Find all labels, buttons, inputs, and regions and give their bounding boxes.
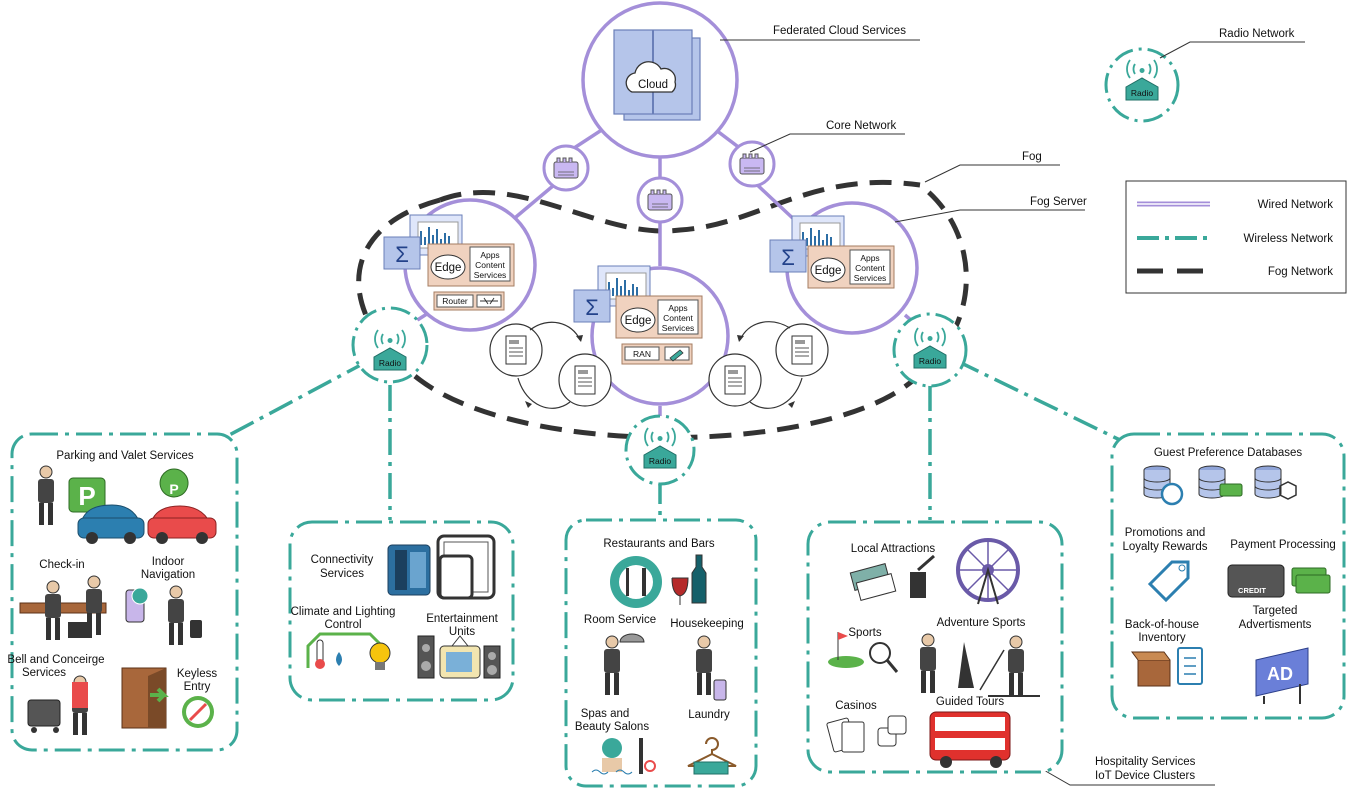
cluster-attractions: Local Attractions Sports Adventure Sport… bbox=[806, 520, 1064, 774]
wireless-links bbox=[219, 358, 1121, 520]
radio-network-legend-node: Radio bbox=[1104, 47, 1180, 123]
radio-label-center: Radio bbox=[649, 456, 671, 466]
edge-label-left: Edge bbox=[435, 262, 462, 274]
cluster-parking-valet: Parking and Valet Services P P Check-in … bbox=[7, 432, 239, 752]
router-label: Router bbox=[442, 296, 468, 306]
laundry-label: Laundry bbox=[688, 709, 730, 721]
fog-server-center: Σ Edge Apps Content Services RAN bbox=[573, 265, 730, 406]
callout-core: Core Network bbox=[826, 120, 897, 132]
parking-pin-text: P bbox=[169, 481, 178, 497]
climate-label-2: Control bbox=[324, 619, 361, 631]
cluster-connectivity: Connectivity Services Climate and Lighti… bbox=[288, 520, 515, 702]
room-service-label: Room Service bbox=[584, 614, 656, 626]
ran-label: RAN bbox=[633, 349, 651, 359]
back-label-2: Inventory bbox=[1138, 632, 1186, 644]
cluster-guest: Guest Preference Databases Promotions an… bbox=[1110, 432, 1346, 720]
fog-server-left: Σ Edge Apps Content Services Router bbox=[383, 198, 537, 332]
promo-label-1: Promotions and bbox=[1125, 527, 1206, 539]
apps-line3-right: Services bbox=[854, 273, 887, 283]
housekeeping-label: Housekeeping bbox=[670, 618, 744, 630]
climate-label-1: Climate and Lighting bbox=[291, 606, 396, 618]
legend-wireless-label: Wireless Network bbox=[1244, 233, 1334, 245]
cloud-label: Cloud bbox=[638, 79, 668, 91]
adventure-label: Adventure Sports bbox=[937, 617, 1026, 629]
checkin-label: Check-in bbox=[39, 559, 84, 571]
credit-text: CREDIT bbox=[1238, 586, 1266, 595]
radio-label-legend: Radio bbox=[1131, 88, 1153, 98]
edge-label-right: Edge bbox=[815, 265, 842, 277]
sports-label: Sports bbox=[848, 627, 881, 639]
core-router-center bbox=[636, 176, 684, 224]
callout-iot-1: Hospitality Services bbox=[1095, 756, 1196, 768]
apps-line3-left: Services bbox=[474, 270, 507, 280]
apps-line1-right: Apps bbox=[860, 253, 879, 263]
callouts bbox=[720, 39, 1305, 786]
radio-label-left: Radio bbox=[379, 358, 401, 368]
parking-sign-text: P bbox=[78, 481, 95, 511]
radio-left: Radio bbox=[351, 306, 429, 384]
ads-label-2: Advertisments bbox=[1239, 619, 1312, 631]
restaurants-title: Restaurants and Bars bbox=[603, 538, 714, 550]
casinos-label: Casinos bbox=[835, 700, 877, 712]
svg-text:Σ: Σ bbox=[781, 245, 795, 270]
ad-sign-text: AD bbox=[1267, 664, 1293, 684]
ent-label-1: Entertainment bbox=[426, 613, 498, 625]
svg-text:Σ: Σ bbox=[395, 242, 409, 267]
guest-title: Guest Preference Databases bbox=[1154, 447, 1303, 459]
back-label-1: Back-of-house bbox=[1125, 619, 1199, 631]
callout-cloud: Federated Cloud Services bbox=[773, 25, 906, 37]
legend: Wired Network Wireless Network Fog Netwo… bbox=[1125, 180, 1347, 294]
keyless-label-1: Keyless bbox=[177, 668, 218, 680]
radio-right: Radio bbox=[892, 312, 968, 388]
callout-iot-2: IoT Device Clusters bbox=[1095, 770, 1195, 782]
fog-server-right: Σ Edge Apps Content Services bbox=[769, 201, 919, 335]
parking-title: Parking and Valet Services bbox=[56, 450, 193, 462]
local-attractions-label: Local Attractions bbox=[851, 543, 936, 555]
core-router-right bbox=[728, 140, 776, 188]
apps-line3-center: Services bbox=[662, 323, 695, 333]
ads-label-1: Targeted bbox=[1253, 605, 1298, 617]
payment-label: Payment Processing bbox=[1230, 539, 1335, 551]
edge-label-center: Edge bbox=[625, 315, 652, 327]
keyless-label-2: Entry bbox=[184, 681, 211, 693]
callout-fog-server: Fog Server bbox=[1030, 196, 1087, 208]
indoor-label-2: Navigation bbox=[141, 569, 195, 581]
promo-label-2: Loyalty Rewards bbox=[1122, 541, 1207, 553]
spa-label-1: Spas and bbox=[581, 708, 630, 720]
spa-label-2: Beauty Salons bbox=[575, 721, 649, 733]
callout-radio-network: Radio Network bbox=[1219, 28, 1295, 40]
offload-left bbox=[489, 321, 612, 409]
tours-label: Guided Tours bbox=[936, 696, 1004, 708]
apps-line2-center: Content bbox=[663, 313, 693, 323]
apps-line1-center: Apps bbox=[668, 303, 687, 313]
apps-line2-right: Content bbox=[855, 263, 885, 273]
legend-fog-label: Fog Network bbox=[1268, 266, 1333, 278]
apps-line2-left: Content bbox=[475, 260, 505, 270]
radio-label-right: Radio bbox=[919, 356, 941, 366]
conn-label-1: Connectivity bbox=[311, 554, 374, 566]
cloud-node: Cloud bbox=[581, 1, 739, 159]
apps-line1-left: Apps bbox=[480, 250, 499, 260]
legend-wired-label: Wired Network bbox=[1258, 199, 1334, 211]
indoor-label-1: Indoor bbox=[152, 556, 185, 568]
cluster-restaurants: Restaurants and Bars Room Service Housek… bbox=[564, 518, 758, 788]
offload-right bbox=[708, 321, 829, 409]
bell-label-1: Bell and Conceirge bbox=[7, 654, 104, 666]
core-router-left bbox=[542, 144, 590, 192]
svg-text:Σ: Σ bbox=[585, 295, 599, 320]
ent-label-2: Units bbox=[449, 626, 475, 638]
callout-fog: Fog bbox=[1022, 151, 1042, 163]
radio-center: Radio bbox=[624, 414, 696, 486]
bell-label-2: Services bbox=[22, 667, 66, 679]
conn-label-2: Services bbox=[320, 568, 364, 580]
